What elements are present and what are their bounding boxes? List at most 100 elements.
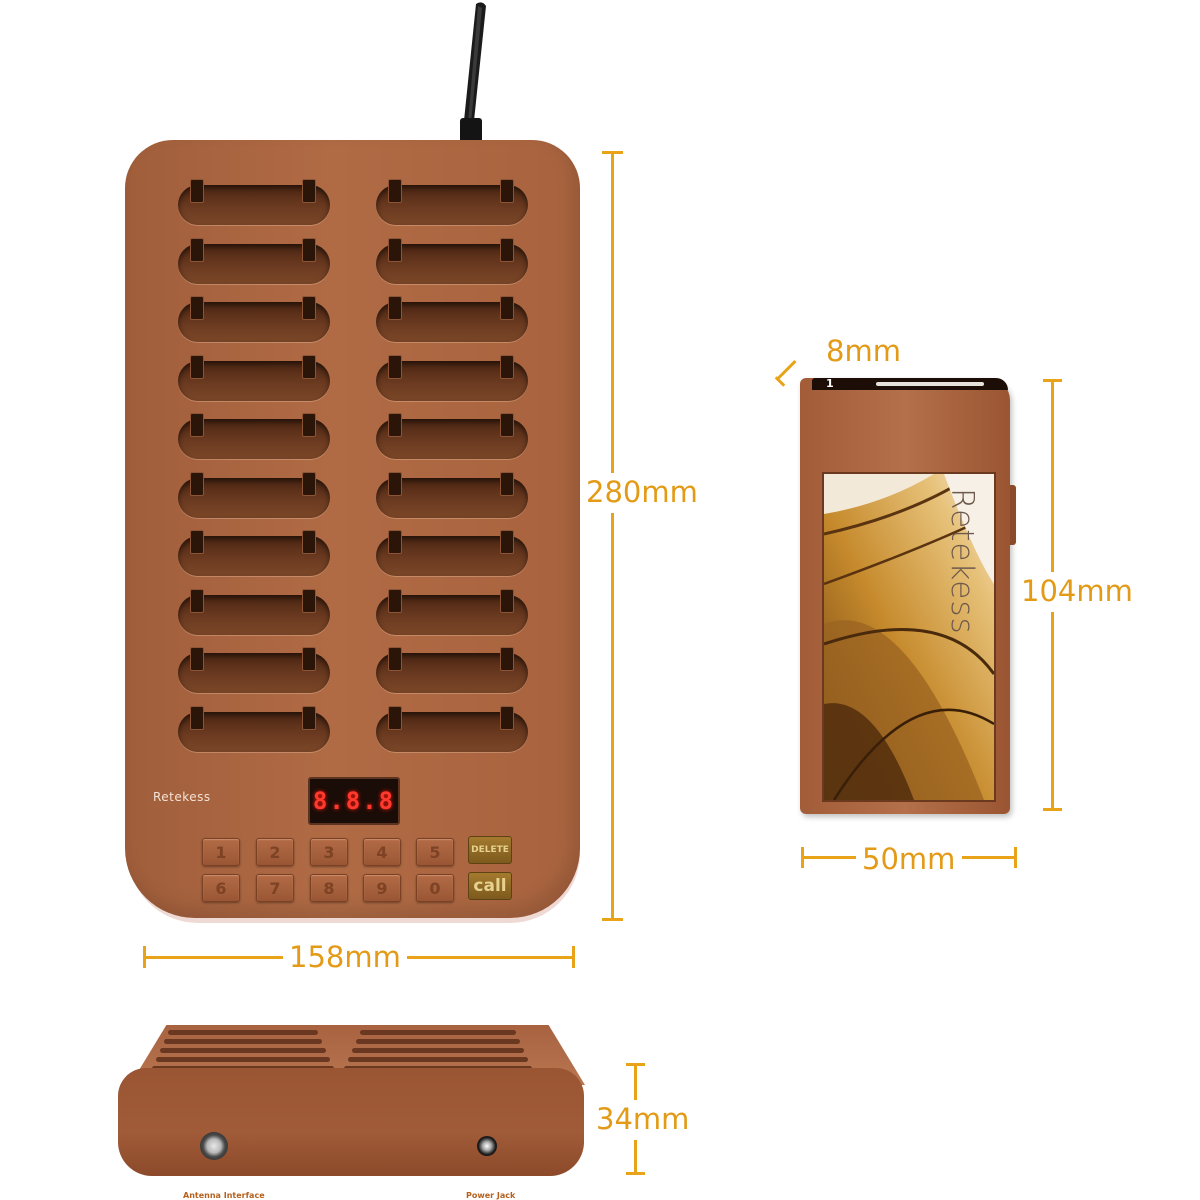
dim-line-base-height (611, 152, 614, 920)
side-slot-row (168, 1030, 318, 1035)
key-6[interactable]: 6 (202, 874, 240, 902)
dim-cap-right (1014, 847, 1017, 868)
antenna-interface-port (200, 1132, 228, 1160)
slot-clip (302, 705, 316, 730)
slot-clip (190, 588, 204, 613)
charging-slot (178, 530, 330, 576)
slot-clip (388, 588, 402, 613)
dim-label-base-width: 158mm (289, 940, 401, 974)
dim-label-base-height: 280mm (586, 475, 698, 509)
base-side-front (118, 1068, 584, 1176)
slot-clip (190, 413, 204, 437)
slot-clip (302, 530, 316, 554)
key-2[interactable]: 2 (256, 838, 294, 866)
slot-clip (190, 354, 204, 379)
charging-slot (178, 705, 330, 752)
slot-clip (190, 647, 204, 671)
antenna (460, 2, 486, 148)
slot-clip (500, 705, 514, 730)
slot-clip (190, 237, 204, 262)
power-jack-port (477, 1136, 497, 1156)
side-slot-row (356, 1039, 520, 1044)
slot-clip (388, 471, 402, 496)
slot-clip (302, 179, 316, 203)
charging-slot (178, 471, 330, 518)
dim-cap-right (572, 946, 575, 968)
pager-light-strip (876, 382, 984, 386)
key-9[interactable]: 9 (363, 874, 401, 902)
charging-slot (376, 588, 528, 635)
slot-clip (388, 179, 402, 203)
slot-clip (500, 354, 514, 379)
key-3[interactable]: 3 (310, 838, 348, 866)
slot-clip (302, 413, 316, 437)
dim-cap-left (801, 847, 804, 868)
charging-slot (178, 354, 330, 401)
key-5[interactable]: 5 (416, 838, 454, 866)
dim-cap-bottom (1043, 808, 1062, 811)
slot-clip (500, 413, 514, 437)
slot-clip (302, 296, 316, 320)
slot-clip (302, 354, 316, 379)
dim-label-bg (594, 1100, 694, 1140)
dim-cap-bottom (602, 918, 623, 921)
call-button[interactable]: call (468, 872, 512, 900)
pager-number: 1 (826, 377, 834, 390)
charging-slot (178, 647, 330, 693)
key-0[interactable]: 0 (416, 874, 454, 902)
base-brand-label: Retekess (153, 790, 211, 804)
slot-clip (388, 705, 402, 730)
charging-slot (376, 530, 528, 576)
charging-slot (376, 179, 528, 225)
slot-clip (500, 588, 514, 613)
slot-clip (388, 237, 402, 262)
charging-slot (376, 354, 528, 401)
slot-clip (388, 413, 402, 437)
slot-clip (190, 471, 204, 496)
power-jack-label: Power Jack (466, 1191, 516, 1200)
charging-slot (178, 588, 330, 635)
dim-label-pager-thickness: 8mm (826, 334, 901, 368)
key-7[interactable]: 7 (256, 874, 294, 902)
charging-slot (376, 413, 528, 459)
charging-slot (376, 647, 528, 693)
led-display: 8.8.8 (308, 777, 400, 825)
side-slot-row (156, 1057, 330, 1062)
charging-slot (376, 296, 528, 342)
slot-clip (500, 296, 514, 320)
slot-clip (500, 530, 514, 554)
delete-button[interactable]: DELETE (468, 836, 512, 864)
pager-side-button (1010, 485, 1016, 545)
key-4[interactable]: 4 (363, 838, 401, 866)
side-slot-row (352, 1048, 524, 1053)
charging-slot (376, 237, 528, 284)
dim-cap-bottom (626, 1172, 645, 1175)
slot-clip (500, 471, 514, 496)
slot-clip (388, 647, 402, 671)
slot-clip (388, 296, 402, 320)
led-readout: 8.8.8 (312, 787, 396, 815)
dim-label-bg (1020, 572, 1138, 612)
charging-slot (178, 179, 330, 225)
dim-label-bg (585, 473, 705, 513)
side-slot-row (164, 1039, 322, 1044)
slot-clip (190, 179, 204, 203)
dim-label-bg (283, 938, 407, 978)
dim-cap-top (1043, 379, 1062, 382)
dim-cap-top (626, 1063, 645, 1066)
slot-clip (302, 237, 316, 262)
slot-clip (500, 179, 514, 203)
side-slot-row (360, 1030, 516, 1035)
dim-cap-top (602, 151, 623, 154)
antenna-interface-label: Antenna Interface (183, 1191, 265, 1200)
pager-wallpaper (824, 474, 994, 800)
side-slot-row (160, 1048, 326, 1053)
slot-clip (190, 705, 204, 730)
slot-clip (388, 530, 402, 554)
charging-slot (376, 471, 528, 518)
key-8[interactable]: 8 (310, 874, 348, 902)
charging-slot (178, 296, 330, 342)
pager-screen (822, 472, 996, 802)
dim-label-pager-width: 50mm (862, 842, 956, 876)
key-1[interactable]: 1 (202, 838, 240, 866)
